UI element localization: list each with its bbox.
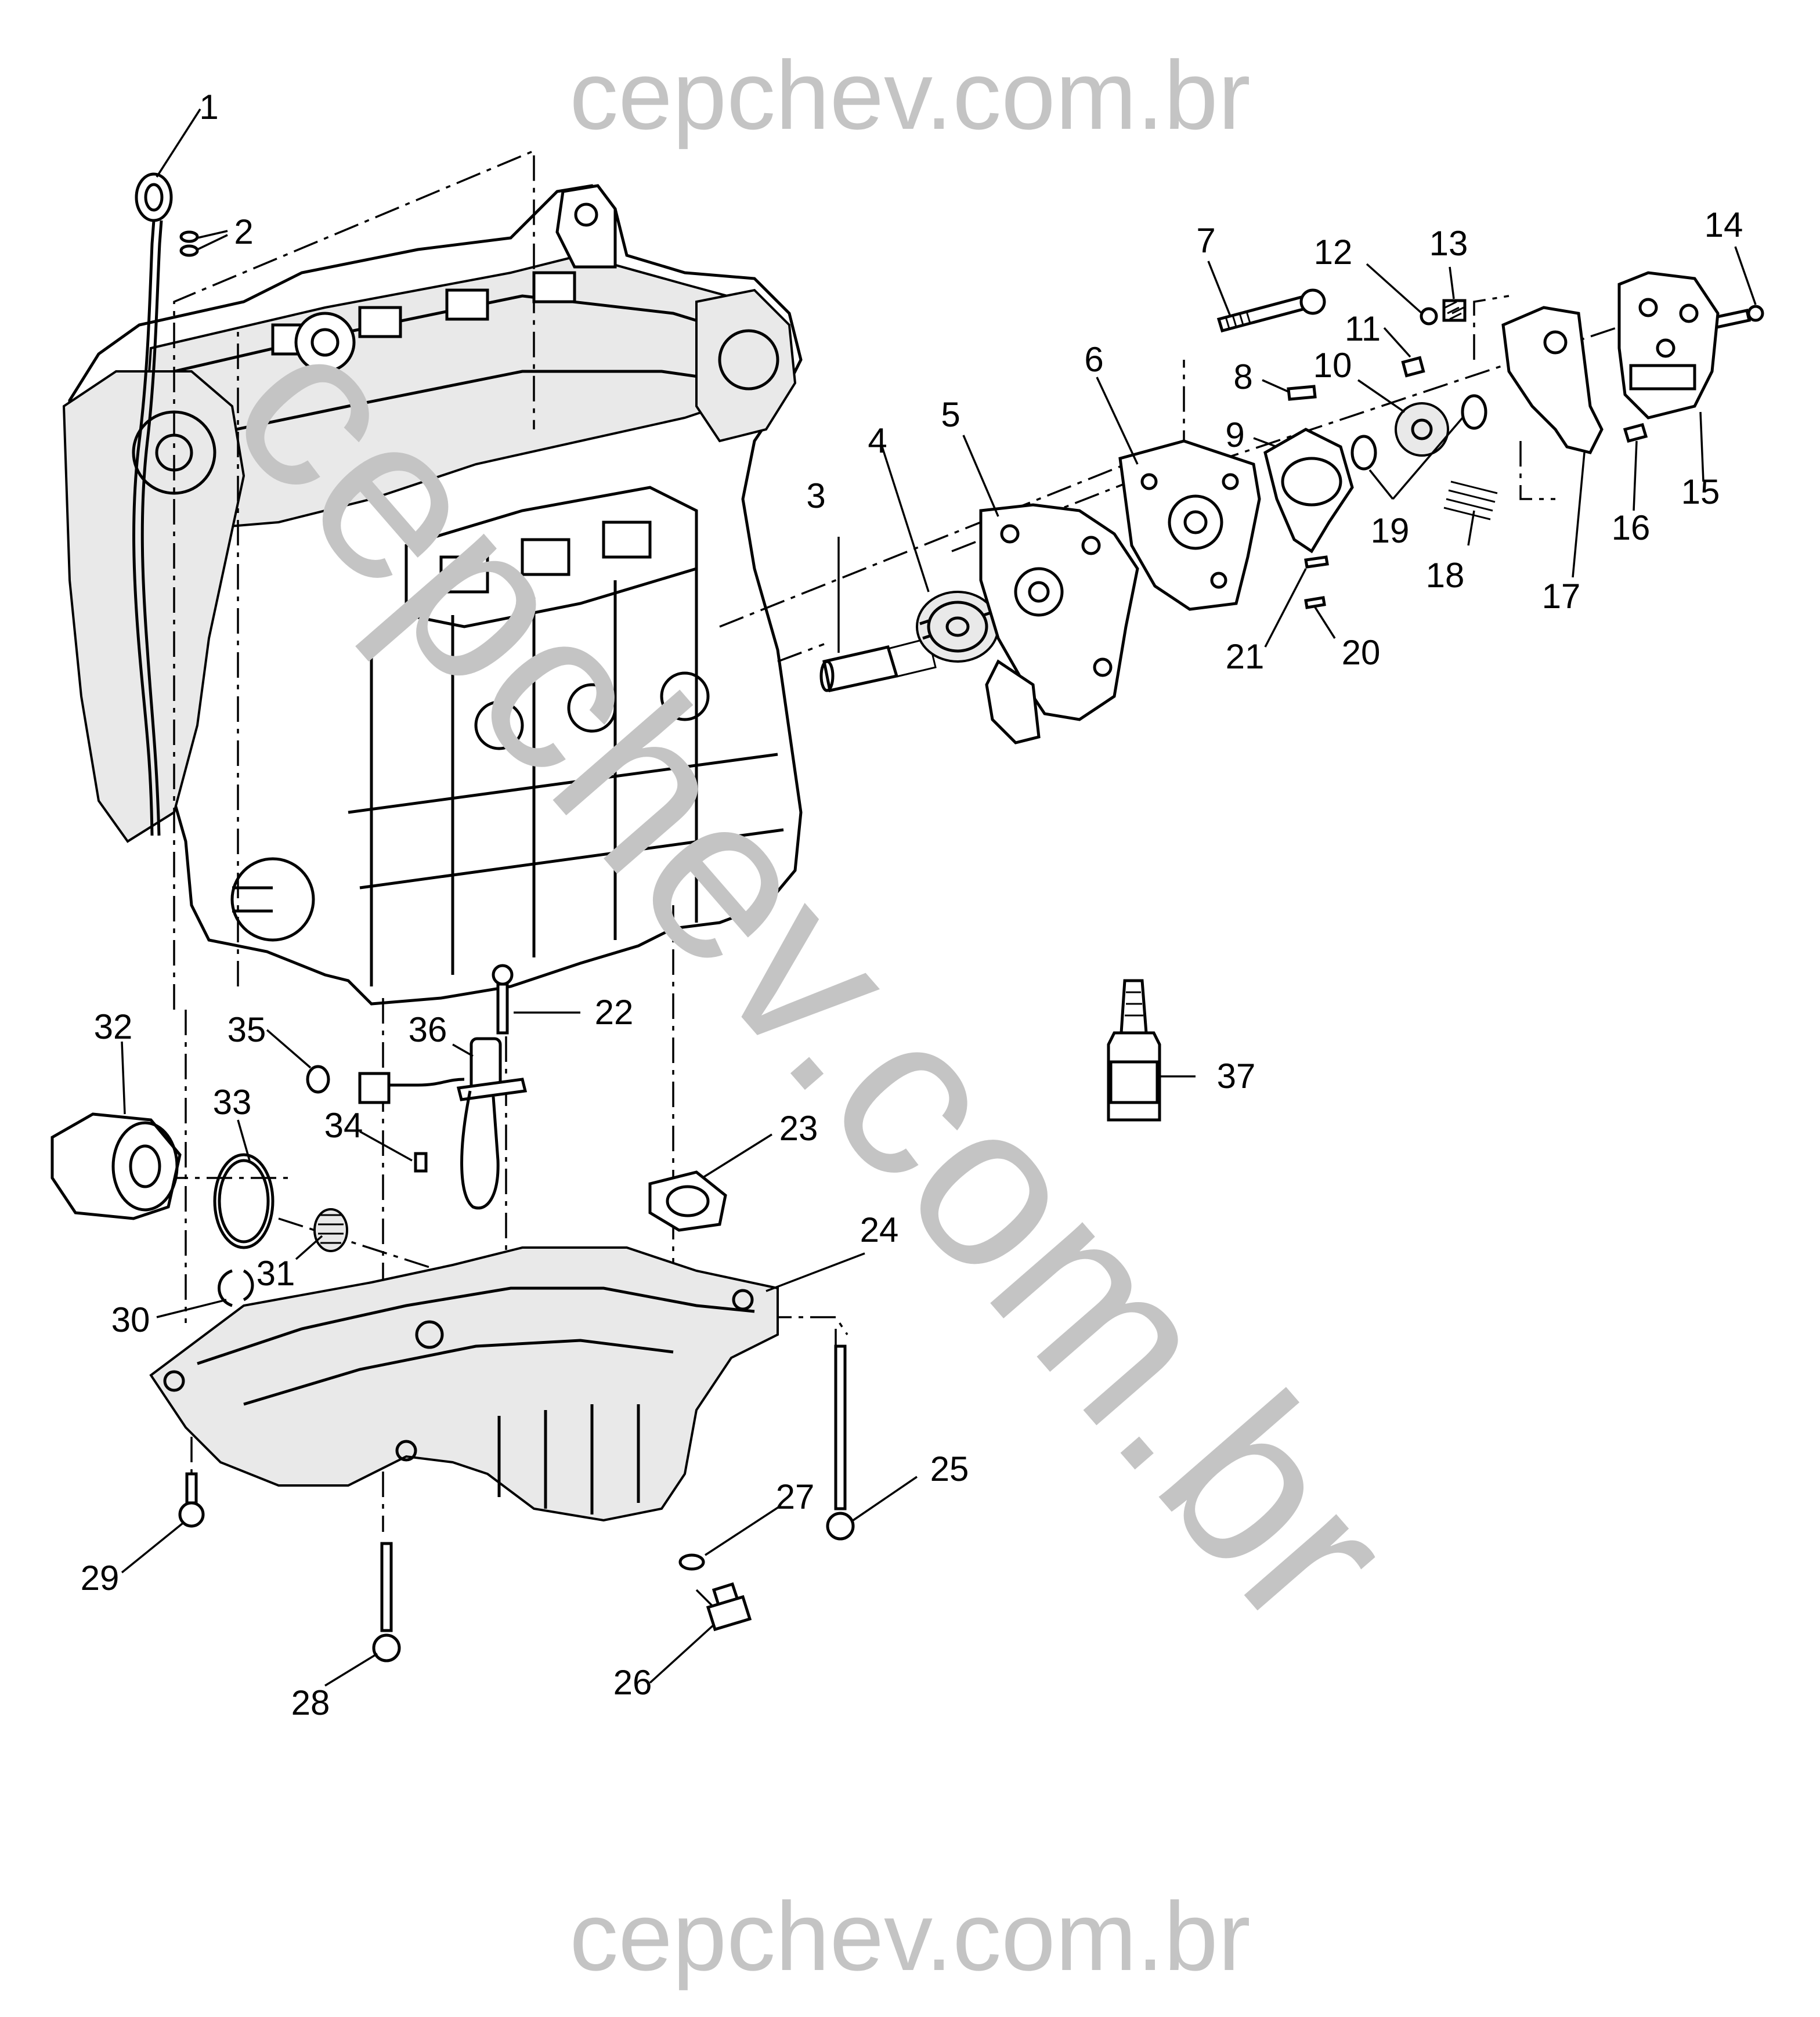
callout-10: 10: [1313, 346, 1352, 385]
callout-23: 23: [779, 1109, 818, 1148]
callout-19: 19: [1371, 511, 1410, 550]
callout-leaders: [121, 109, 1757, 1687]
callout-29: 29: [81, 1559, 120, 1597]
drain-plug-26: [706, 1582, 752, 1632]
callout-30: 30: [111, 1300, 150, 1339]
dowel-pin-8: [1287, 385, 1317, 401]
callout-37: 37: [1217, 1057, 1256, 1096]
oil-filter-32: [50, 1112, 182, 1220]
callout-26: 26: [613, 1663, 652, 1702]
callout-6: 6: [1084, 340, 1103, 379]
callout-36: 36: [409, 1010, 447, 1049]
callout-24: 24: [860, 1210, 899, 1249]
callout-16: 16: [1612, 508, 1651, 547]
callout-34: 34: [324, 1106, 363, 1145]
oil-pan: [149, 1246, 779, 1522]
callout-22: 22: [595, 993, 634, 1032]
callout-31: 31: [257, 1254, 295, 1293]
pin-21: [1304, 555, 1329, 569]
pressure-relief-ring-9: [1263, 428, 1354, 554]
callout-20: 20: [1342, 633, 1381, 672]
callout-18: 18: [1426, 556, 1465, 595]
oil-pump-shaft: [819, 637, 937, 692]
callout-32: 32: [94, 1007, 133, 1046]
gasket-23: [648, 1170, 727, 1232]
watermark-bottom: cepchev.com.br: [569, 1882, 1250, 1991]
gasket-17: [1501, 306, 1604, 454]
callout-2: 2: [234, 212, 253, 251]
callout-14: 14: [1705, 205, 1743, 244]
callout-9: 9: [1225, 415, 1244, 454]
bolt-29: [178, 1472, 205, 1528]
oil-pump-cover: [1118, 439, 1261, 611]
callout-28: 28: [291, 1683, 330, 1722]
callout-1: 1: [199, 88, 218, 126]
o-ring-19: [1350, 394, 1487, 471]
callout-7: 7: [1196, 221, 1215, 260]
callout-15: 15: [1681, 472, 1720, 511]
spring-13: [1442, 299, 1467, 322]
callout-35: 35: [228, 1010, 266, 1049]
pin-20: [1304, 596, 1326, 609]
callout-4: 4: [868, 421, 887, 460]
bolt-28: [372, 1542, 401, 1662]
oil-filter-fitting-31: [313, 1208, 348, 1252]
dipstick: [132, 172, 173, 836]
callout-21: 21: [1226, 637, 1265, 676]
dipstick-tube-clips: [179, 230, 199, 257]
callout-5: 5: [941, 395, 960, 434]
check-ball-12: [1420, 307, 1438, 326]
callout-17: 17: [1542, 577, 1581, 616]
drain-plug-washer-27: [678, 1553, 705, 1571]
bolt-25: [826, 1344, 855, 1541]
callout-33: 33: [213, 1083, 252, 1122]
callout-numbers: 1 2 3 4 5 6 7 8 9 10 11 12 13 14 15 16 1…: [81, 88, 1743, 1722]
pump-cover-plate-15: [1617, 271, 1720, 420]
callout-12: 12: [1314, 233, 1353, 272]
pin-16: [1623, 422, 1648, 443]
oil-pump-bolt-7: [1216, 288, 1326, 333]
oil-pump-housing: [979, 503, 1139, 744]
callout-13: 13: [1429, 224, 1468, 263]
relief-spring-18: [1443, 480, 1498, 520]
oil-level-sensor-36: [358, 1037, 528, 1210]
callout-11: 11: [1345, 309, 1381, 348]
callout-8: 8: [1233, 357, 1252, 396]
pump-rotor-10: [1395, 402, 1449, 457]
engine-block: [62, 184, 803, 1006]
seal-35: [306, 1065, 330, 1094]
callout-27: 27: [776, 1477, 815, 1516]
pin-34: [414, 1152, 428, 1173]
callout-3: 3: [806, 476, 825, 515]
callout-25: 25: [930, 1450, 969, 1488]
watermark-top: cepchev.com.br: [569, 41, 1250, 150]
filter-seal-33: [213, 1153, 275, 1249]
clip-30: [218, 1269, 254, 1307]
vane-11: [1401, 356, 1425, 378]
sealant-bottle-37: [1107, 979, 1161, 1122]
bolt-22: [492, 964, 514, 1035]
